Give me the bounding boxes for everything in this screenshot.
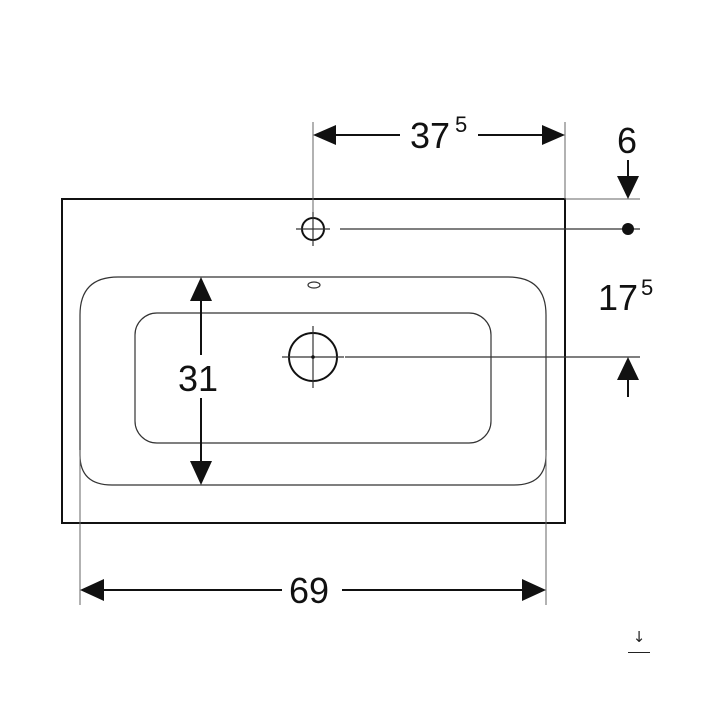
- top-offset-arrow: [617, 176, 639, 199]
- bowl-depth-arrow-bottom: [190, 461, 212, 485]
- overflow-hole: [307, 281, 321, 289]
- tap-offset-label: 37: [410, 115, 450, 156]
- drain-center-dot: [311, 355, 315, 359]
- drain-depth-label: 17: [598, 277, 638, 318]
- width-arrow-right: [522, 579, 546, 601]
- bowl-depth-label: 31: [178, 358, 218, 399]
- bowl-inner-basin: [134, 312, 492, 444]
- tap-offset-arrow-right: [542, 125, 565, 145]
- tap-centerline-dot: [622, 223, 634, 235]
- bowl-lower-contour: [79, 454, 547, 486]
- overall-width-label: 69: [289, 570, 329, 611]
- bowl-outer-contour: [79, 276, 547, 455]
- width-arrow-left: [80, 579, 104, 601]
- download-arrow-icon[interactable]: ↓: [628, 628, 650, 653]
- bowl-depth-arrow-top: [190, 277, 212, 301]
- drain-depth-label-sup: 5: [641, 275, 653, 300]
- tap-offset-arrow-left: [313, 125, 336, 145]
- tap-offset-label-sup: 5: [455, 112, 467, 137]
- top-offset-label: 6: [617, 120, 637, 161]
- drain-depth-arrow: [617, 357, 639, 380]
